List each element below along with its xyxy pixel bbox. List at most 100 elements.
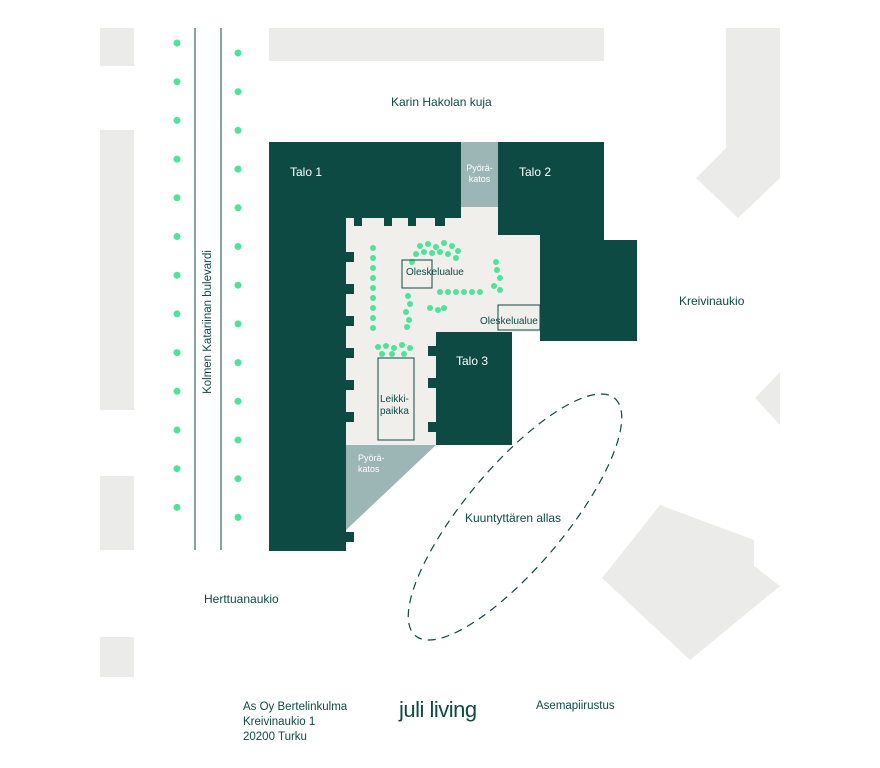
courtyard-tree [441,305,447,311]
building-label-talo-2: Talo 2 [519,165,552,179]
street-label-north: Karin Hakolan kuja [391,95,492,109]
street-tree [234,475,242,483]
playground-label-line2: paikka [380,406,409,417]
bike-shelter-south [346,445,436,530]
street-tree [234,513,242,521]
courtyard-tree [494,267,500,273]
street-tree [173,116,181,124]
street-tree [234,281,242,289]
courtyard-tree [429,250,435,256]
courtyard-tree [399,342,405,348]
courtyard-tree [413,251,419,257]
street-tree [234,436,242,444]
neighbor-block-west-lower [100,476,134,550]
lounge-area-1-outline [401,259,433,289]
street-tree [234,88,242,96]
lounge-area-2-outline [497,304,541,331]
street-tree [234,126,242,134]
playground-label-line1: Leikki- [380,394,409,405]
street-tree [173,271,181,279]
street-tree [173,155,181,163]
building-talo-1 [269,142,461,551]
bike-shelter-south-label-line2: katos [358,464,380,474]
courtyard-tree [405,293,411,299]
bike-shelter-south-label: Pyörä- katos [358,453,385,475]
street-address: Kreivinaukio 1 [243,716,316,728]
neighbor-block-west [100,130,134,410]
courtyard-tree [403,309,409,315]
street-tree [234,49,242,57]
courtyard-tree [407,301,413,307]
street-tree [234,165,242,173]
building-talo-3 [428,332,512,445]
bike-shelter-north-label-line1: Pyörä- [466,163,493,173]
courtyard-tree [370,325,376,331]
street-tree [173,194,181,202]
playground-label: Leikki- paikka [380,394,409,418]
courtyard-tree [427,305,433,311]
courtyard-tree [370,255,376,261]
street-tree [234,359,242,367]
bike-shelter-north-label-line2: katos [468,174,491,184]
courtyard-tree [404,324,410,330]
street-tree [173,78,181,86]
lounge-area-1-label: Oleskelualue [406,267,464,278]
street-tree [234,204,242,212]
juli-living-logo: juli living [399,697,477,722]
courtyard-tree [491,283,497,289]
postal-address: 20200 Turku [243,731,307,743]
courtyard-tree [497,275,503,281]
street-tree [173,503,181,511]
courtyard-tree [441,240,447,246]
courtyard-tree [433,244,439,250]
playground-outline [377,357,415,441]
courtyard-tree [477,289,483,295]
building-talo-2 [498,142,637,341]
street-label-southwest: Herttuanaukio [204,592,279,606]
street-tree [234,397,242,405]
street-label-west: Kolmen Katariinan bulevardi [202,250,214,394]
document-title: Asemapiirustus [536,700,615,712]
street-tree [173,465,181,473]
street-tree [173,349,181,357]
courtyard-tree [445,289,451,295]
neighbor-block-east [755,372,780,425]
courtyard-tree [461,289,467,295]
courtyard-tree [493,259,499,265]
courtyard-tree [370,275,376,281]
pond-outline [407,393,623,641]
address-block: As Oy Bertelinkulma Kreivinaukio 1 20200… [243,700,347,745]
courtyard-tree [497,287,503,293]
courtyard-tree [370,265,376,271]
courtyard-tree [453,255,459,261]
courtyard-tree [445,251,451,257]
courtyard-tree [379,351,385,357]
courtyard-tree [383,343,389,349]
courtyard-tree [437,249,443,255]
street-tree [173,39,181,47]
building-label-talo-1: Talo 1 [290,165,323,179]
courtyard-tree [469,289,475,295]
building-label-talo-3: Talo 3 [456,354,489,368]
neighbor-block-ne [696,28,780,218]
neighbor-blocks [100,28,780,677]
courtyard-tree [370,295,376,301]
bike-shelter-north [461,142,498,207]
courtyard-tree [453,289,459,295]
courtyard-tree [375,344,381,350]
courtyard-tree [421,249,427,255]
courtyard-tree [449,243,455,249]
buildings [269,142,637,551]
street-trees [173,39,242,521]
courtyard-tree [407,345,413,351]
neighbor-block-sw [100,637,134,677]
bike-shelter-north-label: Pyörä- katos [463,163,496,185]
bike-shelter-south-label-line1: Pyörä- [358,453,385,463]
courtyard-tree [435,307,441,313]
courtyard-tree [391,345,397,351]
street-tree [173,310,181,318]
neighbor-block-north [269,28,604,61]
street-tree [173,233,181,240]
courtyard-tree [425,241,431,247]
company-name: As Oy Bertelinkulma [243,701,348,713]
